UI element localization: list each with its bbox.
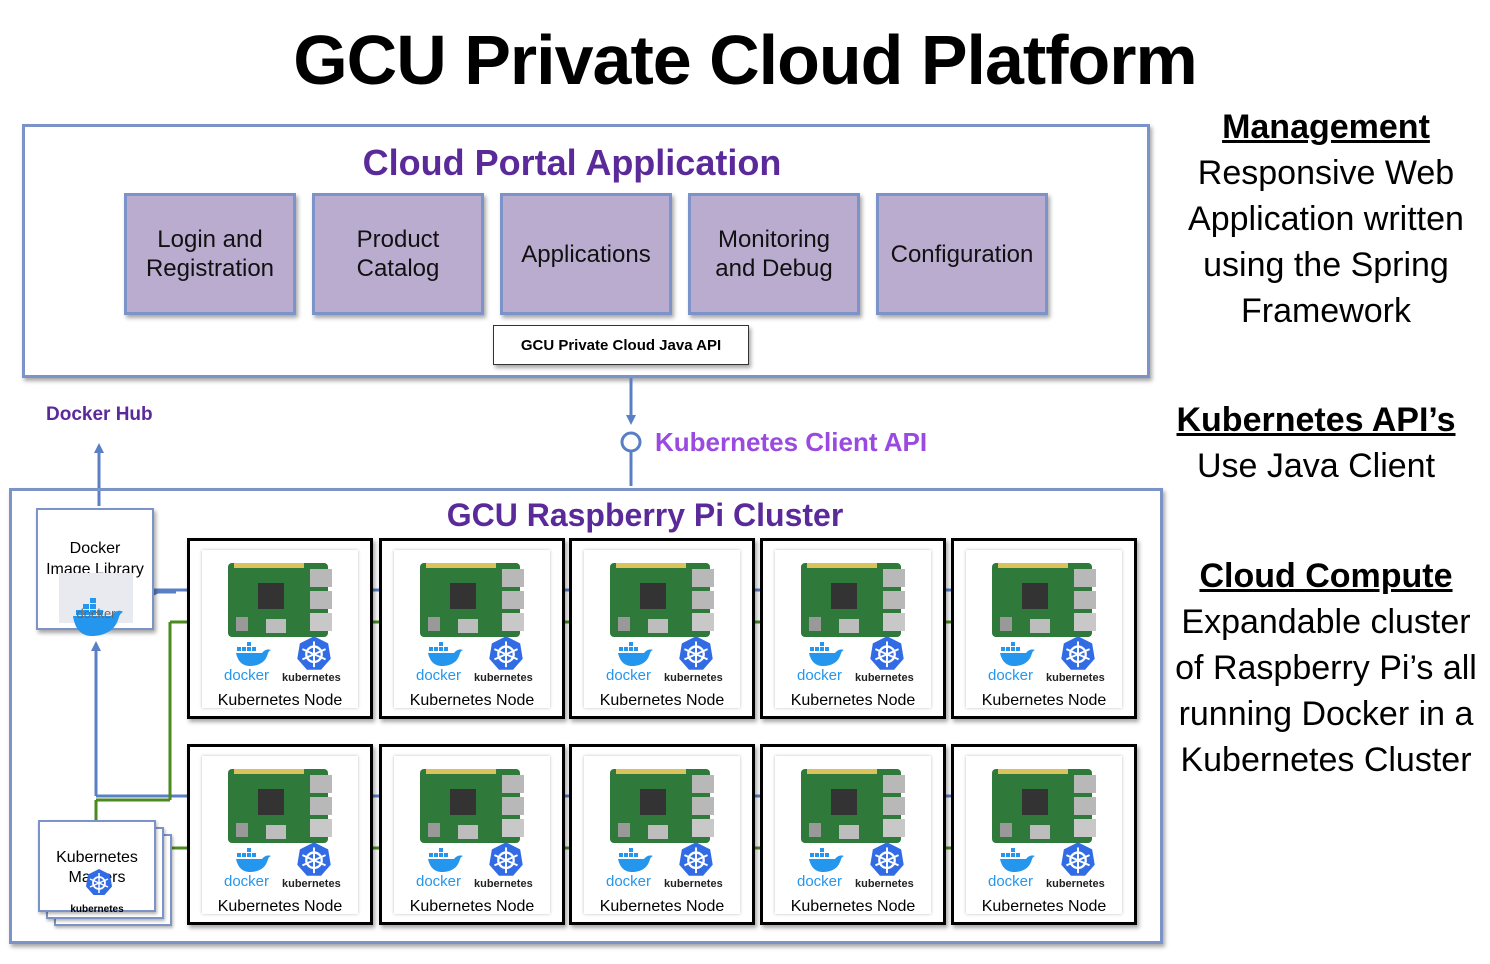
kubernetes-helm-icon	[1061, 636, 1095, 670]
raspberry-pi-board-icon	[420, 563, 524, 637]
module-monitoring-debug: Monitoring and Debug	[688, 193, 860, 315]
docker-whale-icon	[809, 848, 844, 872]
docker-whale-icon	[1000, 848, 1035, 872]
docker-whale-icon	[618, 848, 653, 872]
docker-whale-icon	[618, 642, 653, 666]
docker-text: docker	[224, 873, 270, 890]
kubernetes-helm-icon	[870, 636, 904, 670]
docker-text: docker	[797, 873, 843, 890]
kubernetes-helm-icon	[679, 636, 713, 670]
node-label: Kubernetes Node	[981, 898, 1107, 915]
node-label: Kubernetes Node	[599, 898, 725, 915]
docker-whale-icon	[236, 848, 271, 872]
raspberry-pi-board-icon	[801, 769, 905, 843]
node-label: Kubernetes Node	[790, 898, 916, 915]
cloud-compute-text: Expandable cluster of Raspberry Pi’s all…	[1175, 603, 1477, 779]
docker-text: docker	[988, 873, 1034, 890]
cluster-heading: GCU Raspberry Pi Cluster	[446, 497, 844, 533]
docker-text: docker	[224, 667, 270, 684]
k8s-api-heading: Kubernetes API’s	[1176, 401, 1456, 439]
docker-text: docker	[606, 873, 652, 890]
docker-whale-icon	[809, 642, 844, 666]
docker-text: docker	[797, 667, 843, 684]
kubernetes-text: kubernetes	[664, 878, 723, 890]
cloud-compute-heading: Cloud Compute	[1199, 557, 1453, 595]
kubernetes-text: kubernetes	[855, 878, 914, 890]
kubernetes-text: kubernetes	[664, 672, 723, 684]
raspberry-pi-cluster-panel	[9, 488, 1163, 944]
raspberry-pi-board-icon	[610, 769, 714, 843]
docker-text: docker	[606, 667, 652, 684]
kubernetes-helm-icon	[86, 869, 112, 895]
module-applications: Applications	[500, 193, 672, 315]
management-heading: Management	[1222, 108, 1430, 146]
docker-hub-label: Docker Hub	[46, 404, 153, 425]
docker-logo-icon: docker	[59, 573, 133, 636]
kubernetes-text: kubernetes	[282, 672, 341, 684]
raspberry-pi-board-icon	[992, 769, 1096, 843]
raspberry-pi-board-icon	[610, 563, 714, 637]
module-login-registration: Login and Registration	[124, 193, 296, 315]
kubernetes-helm-icon	[489, 842, 523, 876]
docker-text: docker	[416, 873, 462, 890]
management-section: Management Responsive Web Application wr…	[1160, 104, 1490, 334]
raspberry-pi-board-icon	[228, 769, 332, 843]
docker-whale-icon	[428, 642, 463, 666]
docker-whale-icon	[236, 642, 271, 666]
module-product-catalog: Product Catalog	[312, 193, 484, 315]
kubernetes-text: kubernetes	[474, 878, 533, 890]
masters-logo-text: kubernetes	[70, 904, 124, 915]
node-label: Kubernetes Node	[409, 692, 535, 709]
docker-text: docker	[988, 667, 1034, 684]
docker-whale-icon	[1000, 642, 1035, 666]
kubernetes-text: kubernetes	[1046, 672, 1105, 684]
node-label: Kubernetes Node	[981, 692, 1107, 709]
kubernetes-helm-icon	[489, 636, 523, 670]
raspberry-pi-board-icon	[992, 563, 1096, 637]
kubernetes-text: kubernetes	[282, 878, 341, 890]
node-label: Kubernetes Node	[599, 692, 725, 709]
docker-logo-text: docker	[76, 606, 116, 621]
k8s-api-text: Use Java Client	[1196, 447, 1436, 485]
kubernetes-helm-icon	[297, 636, 331, 670]
docker-whale-icon	[428, 848, 463, 872]
docker-image-library: Docker Image Library docker	[36, 508, 154, 636]
kubernetes-text: kubernetes	[1046, 878, 1105, 890]
k8s-api-section: Kubernetes API’s Use Java Client	[1150, 397, 1482, 489]
module-configuration: Configuration	[876, 193, 1048, 315]
kubernetes-helm-icon	[679, 842, 713, 876]
page-title: GCU Private Cloud Platform	[293, 21, 1198, 99]
java-api-box: GCU Private Cloud Java API	[493, 325, 749, 365]
kubernetes-helm-icon	[870, 842, 904, 876]
raspberry-pi-board-icon	[801, 563, 905, 637]
kubernetes-text: kubernetes	[855, 672, 914, 684]
node-label: Kubernetes Node	[409, 898, 535, 915]
raspberry-pi-board-icon	[420, 769, 524, 843]
kubernetes-helm-icon	[1061, 842, 1095, 876]
node-label: Kubernetes Node	[217, 692, 343, 709]
node-label: Kubernetes Node	[217, 898, 343, 915]
raspberry-pi-board-icon	[228, 563, 332, 637]
node-label: Kubernetes Node	[790, 692, 916, 709]
docker-text: docker	[416, 667, 462, 684]
kubernetes-text: kubernetes	[474, 672, 533, 684]
kubernetes-client-api-label: Kubernetes Client API	[655, 427, 928, 457]
kubernetes-helm-icon	[297, 842, 331, 876]
management-text: Responsive Web Application written using…	[1188, 154, 1464, 330]
kubernetes-masters: Kubernetes Masters kubernetes	[38, 820, 156, 915]
cloud-portal-heading: Cloud Portal Application	[362, 142, 782, 183]
cloud-compute-section: Cloud Compute Expandable cluster of Rasp…	[1160, 553, 1490, 783]
